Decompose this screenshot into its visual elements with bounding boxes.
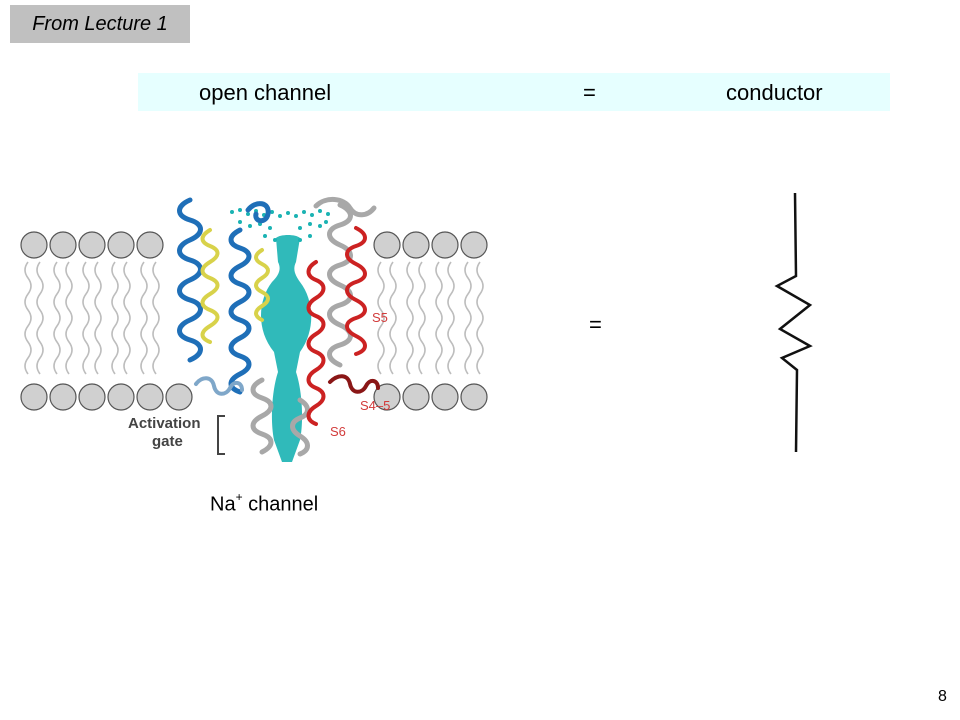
sodium-channel-structure: S5 S4–5 S6 Activation gate <box>128 197 390 462</box>
helix-yellow-2 <box>254 248 270 322</box>
helix-gray-right <box>327 202 353 368</box>
caption-suffix: channel <box>242 493 319 516</box>
caption-superscript: + <box>235 490 243 504</box>
lipid-heads-top <box>20 231 488 259</box>
caption-prefix: Na <box>210 493 236 516</box>
equivalence-banner: open channel = conductor <box>138 73 890 111</box>
label-gate: gate <box>152 433 183 450</box>
activation-gate-bracket <box>217 415 225 455</box>
helix-lightblue-linker <box>194 376 244 396</box>
label-activation: Activation <box>128 415 201 432</box>
label-s5: S5 <box>372 310 388 325</box>
resistor-symbol <box>774 192 813 453</box>
banner-equals: = <box>583 80 596 105</box>
helix-blue-top <box>245 201 271 224</box>
label-s4-5: S4–5 <box>360 398 390 413</box>
banner-open-channel: open channel <box>199 80 332 105</box>
helix-gray-left <box>250 377 274 455</box>
helix-red-s4-5 <box>328 374 380 394</box>
helix-gray-top <box>313 197 377 218</box>
lipid-tails <box>24 261 484 375</box>
equals-sign: = <box>589 312 602 337</box>
helix-gray-bottom <box>290 397 310 457</box>
page-number: 8 <box>938 688 947 705</box>
helix-red-s5 <box>345 226 367 356</box>
helix-red-s6 <box>306 260 326 426</box>
helix-yellow <box>200 228 220 344</box>
channel-caption: Na+ channel <box>210 490 319 517</box>
pore-volume <box>261 235 312 462</box>
banner-conductor: conductor <box>726 80 823 105</box>
helix-blue-outer <box>177 197 203 363</box>
helix-blue-inner <box>228 227 252 395</box>
lecture-tag: From Lecture 1 <box>10 5 190 43</box>
label-s6: S6 <box>330 424 346 439</box>
lipid-heads-bottom <box>20 383 488 411</box>
